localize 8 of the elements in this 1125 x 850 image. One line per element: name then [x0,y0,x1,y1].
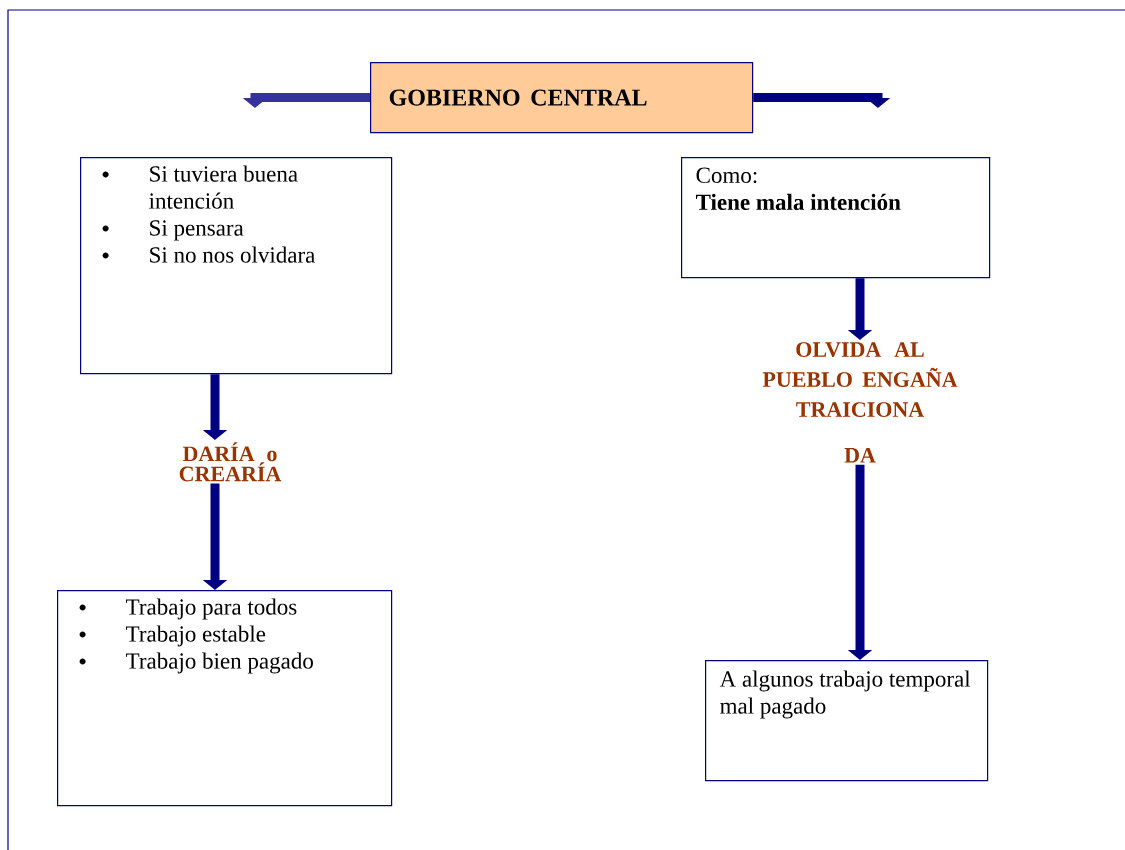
result-text: OLVIDA AL PUEBLO ENGAÑA TRAICIONA DA [762,342,958,463]
text-box: A algunos trabajo temporal mal pagado [705,660,989,782]
title-box: GOBIERNO CENTRAL [370,62,754,134]
list-box: Trabajo para todos Trabajo estable Trabajo bien pagado [57,590,393,807]
list-box: Si tuviera buena intención Si pensara Si no nos olvidara [80,157,393,375]
arrow [753,93,891,108]
text-box: Como: Tiene mala intención [681,157,991,279]
result-text: DARÍA o CREARÍA [179,442,282,482]
